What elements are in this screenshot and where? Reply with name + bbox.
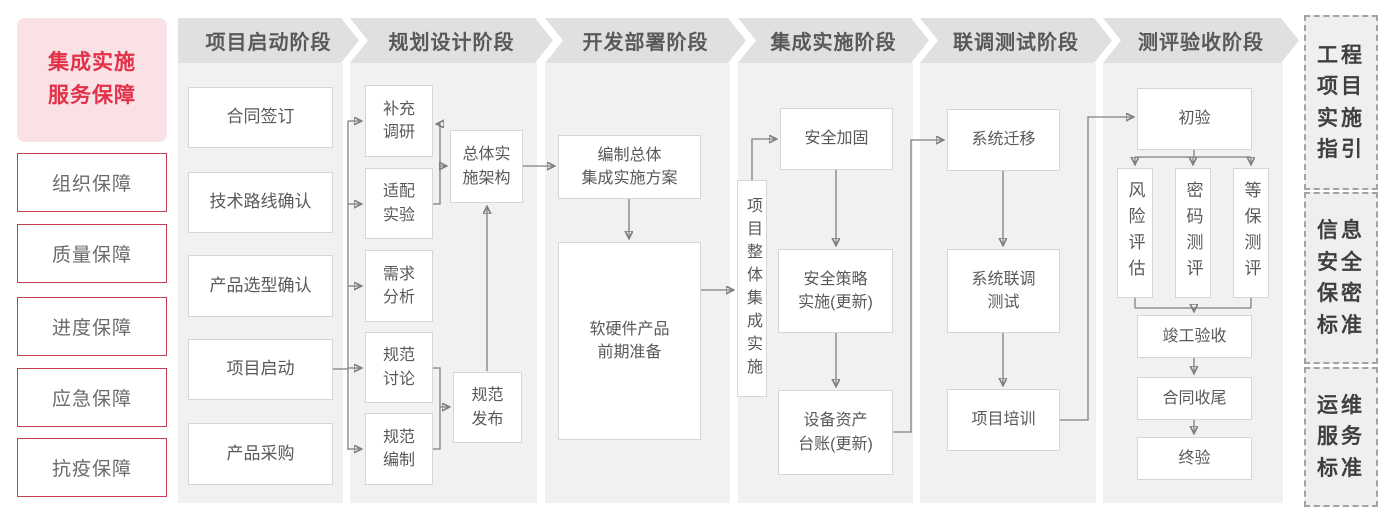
node-security-hardening: 安全加固: [780, 108, 893, 170]
node-tech-route-confirm: 技术路线确认: [188, 172, 333, 233]
sidebar-item-emergency: 应急保障: [17, 368, 167, 427]
node-contract-closure: 合同收尾: [1137, 377, 1252, 420]
node-crypto-evaluation: 密码测评: [1175, 168, 1211, 298]
sidebar-item-epidemic: 抗疫保障: [17, 438, 167, 497]
node-overall-integration-plan: 编制总体 集成实施方案: [558, 135, 701, 199]
reference-ops-standard: 运维 服务 标准: [1304, 367, 1378, 507]
node-final-acceptance: 终验: [1137, 437, 1252, 480]
stage-header-joint-test: 联调测试阶段: [920, 18, 1112, 63]
node-spec-discussion: 规范 讨论: [365, 332, 433, 403]
sidebar-item-schedule: 进度保障: [17, 297, 167, 356]
stage-header-integration: 集成实施阶段: [738, 18, 929, 63]
stage-header-acceptance: 测评验收阶段: [1103, 18, 1299, 63]
node-overall-project-integration: 项目整体集成实施: [737, 180, 767, 397]
node-system-migration: 系统迁移: [947, 109, 1060, 171]
node-completion-acceptance: 竣工验收: [1137, 315, 1252, 358]
node-product-procurement: 产品采购: [188, 423, 333, 485]
sidebar-item-quality: 质量保障: [17, 224, 167, 283]
node-security-policy-implementation: 安全策略 实施(更新): [778, 249, 893, 333]
node-joint-debugging-test: 系统联调 测试: [947, 249, 1060, 333]
node-classified-protection-evaluation: 等保测评: [1233, 168, 1269, 298]
node-initial-acceptance: 初验: [1137, 88, 1252, 150]
reference-security-standard: 信息 安全 保密 标准: [1304, 192, 1378, 364]
sidebar-item-organization: 组织保障: [17, 153, 167, 212]
node-supplementary-research: 补充 调研: [365, 85, 433, 157]
reference-project-guide: 工程 项目 实施 指引: [1304, 15, 1378, 190]
node-hw-sw-preparation: 软硬件产品 前期准备: [558, 242, 701, 440]
sidebar-title: 集成实施 服务保障: [17, 18, 167, 142]
node-project-training: 项目培训: [947, 389, 1060, 451]
node-risk-assessment: 风险评估: [1117, 168, 1153, 298]
node-project-kickoff: 项目启动: [188, 339, 333, 400]
node-contract-signing: 合同签订: [188, 87, 333, 148]
node-spec-release: 规范 发布: [453, 372, 522, 443]
node-spec-drafting: 规范 编制: [365, 413, 433, 485]
node-adaptation-test: 适配 实验: [365, 168, 433, 239]
stage-header-deployment: 开发部署阶段: [545, 18, 746, 63]
node-overall-implementation-architecture: 总体实 施架构: [450, 130, 523, 203]
stage-header-kickoff: 项目启动阶段: [178, 18, 359, 63]
node-requirement-analysis: 需求 分析: [365, 250, 433, 322]
stage-header-planning: 规划设计阶段: [350, 18, 553, 63]
node-product-selection-confirm: 产品选型确认: [188, 255, 333, 317]
node-asset-ledger-update: 设备资产 台账(更新): [778, 390, 893, 475]
